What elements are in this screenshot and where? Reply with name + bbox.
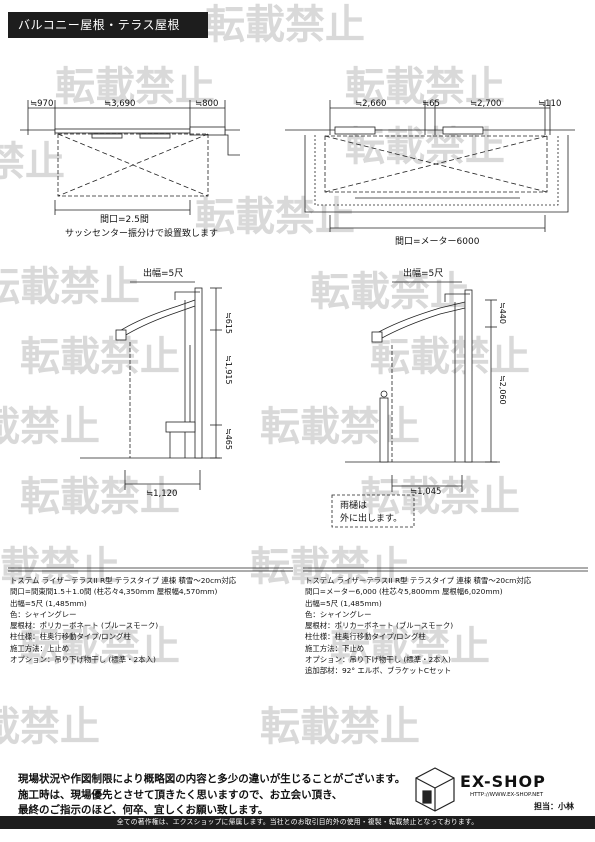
- staff-label: 担当：小林: [534, 802, 574, 811]
- watermark-text: 転載禁止: [260, 404, 420, 450]
- watermark-text: 転載禁止: [195, 194, 355, 240]
- dim-right-1: ≒2,660: [355, 99, 386, 109]
- projection-left: 出幅=5尺: [143, 267, 183, 279]
- spec-right-line: 色：シャイングレー: [305, 609, 372, 619]
- watermark-text: 転載禁止: [0, 264, 140, 310]
- watermark-text: 転載禁止: [260, 704, 420, 750]
- spec-left-line: 出幅=5尺 (1,485mm): [10, 598, 87, 608]
- watermark-text: 転載禁止: [0, 139, 65, 185]
- logo-text: EX-SHOP: [460, 772, 546, 791]
- spec-box-left: トステム ライザーテラスII R型 テラスタイプ 連棟 積雪～20cm対応 間口…: [8, 572, 293, 722]
- footer-note-line: 最終のご指示のほど、何卒、宜しくお願い致します。: [18, 804, 269, 816]
- watermark-text: 転載禁止: [55, 64, 215, 110]
- dim-left-3: ≒800: [195, 99, 218, 109]
- gutter-note-2: 外に出します。: [340, 512, 402, 524]
- spec-left-line: 間口=間東間1.5＋1.0間 (柱芯々4,350mm 屋根幅4,570mm): [10, 587, 218, 597]
- footer-notes: 現場状況や作図制限により概略図の内容と多少の違いが生じることがございます。 施工…: [18, 772, 405, 819]
- spec-right-line: 追加部材：92° エルボ、ブラケットCセット: [305, 666, 452, 676]
- height-left-2: ≒1,915: [224, 355, 233, 385]
- frontage-right: 間口=メーター6000: [395, 236, 480, 247]
- projection-right: 出幅=5尺: [403, 267, 443, 279]
- spec-right-line: 間口=メーター6,000 (柱芯々5,800mm 屋根幅6,020mm): [305, 587, 503, 597]
- footer-note-line: 現場状況や作図制限により概略図の内容と多少の違いが生じることがございます。: [18, 773, 406, 785]
- spec-right-line: トステム ライザーテラスII R型 テラスタイプ 連棟 積雪～20cm対応: [305, 576, 532, 585]
- footer-note-line: 施工時は、現場優先とさせて頂きたく思いますので、お立会い頂き、: [18, 788, 343, 801]
- height-right-1: ≒440: [498, 302, 507, 324]
- watermark-text: 転載禁止: [20, 624, 180, 670]
- height-left-1: ≒615: [224, 312, 233, 334]
- watermark-text: 転載禁止: [20, 334, 180, 380]
- height-right-2: ≒2,060: [498, 375, 507, 405]
- base-left: ≒1,120: [146, 489, 177, 499]
- roof-outline-left: [57, 133, 209, 197]
- gutter-note-1: 雨樋は: [340, 499, 367, 511]
- spec-frames: [8, 567, 588, 572]
- dim-left-2: ≒3,690: [104, 99, 135, 109]
- logo-url: HTTP://WWW.EX-SHOP.NET: [470, 792, 544, 798]
- spec-left-line: 屋根材：ポリカーボネート (ブルースモーク): [10, 621, 159, 631]
- dim-right-3: ≒2,700: [470, 99, 501, 109]
- spec-left-line: 施工方法：上止め: [10, 643, 70, 653]
- spec-right-line: 屋根材：ポリカーボネート (ブルースモーク): [305, 621, 454, 631]
- height-left-3: ≒465: [224, 428, 233, 450]
- spec-left-line: トステム ライザーテラスII R型 テラスタイプ 連棟 積雪～20cm対応: [10, 576, 237, 585]
- watermark-text: 転載禁止: [250, 544, 410, 590]
- spec-left-line: 色：シャイングレー: [10, 609, 77, 619]
- spec-right-line: オプション：吊り下げ物干し (標準・2本入): [305, 655, 451, 665]
- watermark-text: 転載禁止: [0, 404, 100, 450]
- copyright-bar: 全ての著作権は、エクスショップに帰属します。当社とのお取引目的外の使用・複製・転…: [0, 816, 595, 829]
- frontage-left: 間口=2.5間: [100, 214, 149, 225]
- exshop-logo-icon: [415, 767, 455, 812]
- page-title: バルコニー屋根・テラス屋根: [8, 12, 208, 38]
- spec-left-line: オプション：吊り下げ物干し (標準・2本入): [10, 655, 156, 665]
- spec-right-line: 柱仕様：柱奥行移動タイプ/ロング柱: [305, 632, 426, 642]
- drawing-area: ≒970 ≒3,690 ≒800 間口=2.5間 サッシセンター振分けで設置致し…: [20, 99, 575, 528]
- dim-left-1: ≒970: [30, 99, 53, 109]
- gutter-note-box: [331, 494, 415, 528]
- watermark-text: 転載禁止: [0, 544, 120, 590]
- watermark-text: 転載禁止: [205, 2, 365, 48]
- watermark-text: 転載禁止: [360, 474, 520, 520]
- spec-box-right: トステム ライザーテラスII R型 テラスタイプ 連棟 積雪～20cm対応 間口…: [303, 572, 588, 722]
- watermark-text: 転載禁止: [0, 704, 100, 750]
- base-right: ≒1,045: [410, 487, 441, 497]
- watermark-text: 転載禁止: [370, 334, 530, 380]
- spec-left-line: 柱仕様：柱奥行移動タイプ/ロング柱: [10, 632, 131, 642]
- spec-right-line: 施工方法：下止め: [305, 643, 365, 653]
- dim-right-4: ≒110: [538, 99, 561, 109]
- dim-right-2: ≒65: [422, 99, 440, 109]
- watermark-text: 転載禁止: [330, 624, 490, 670]
- watermark-text: 転載禁止: [20, 474, 180, 520]
- plan-note-left: サッシセンター振分けで設置致します: [65, 227, 218, 239]
- spec-right-line: 出幅=5尺 (1,485mm): [305, 598, 382, 608]
